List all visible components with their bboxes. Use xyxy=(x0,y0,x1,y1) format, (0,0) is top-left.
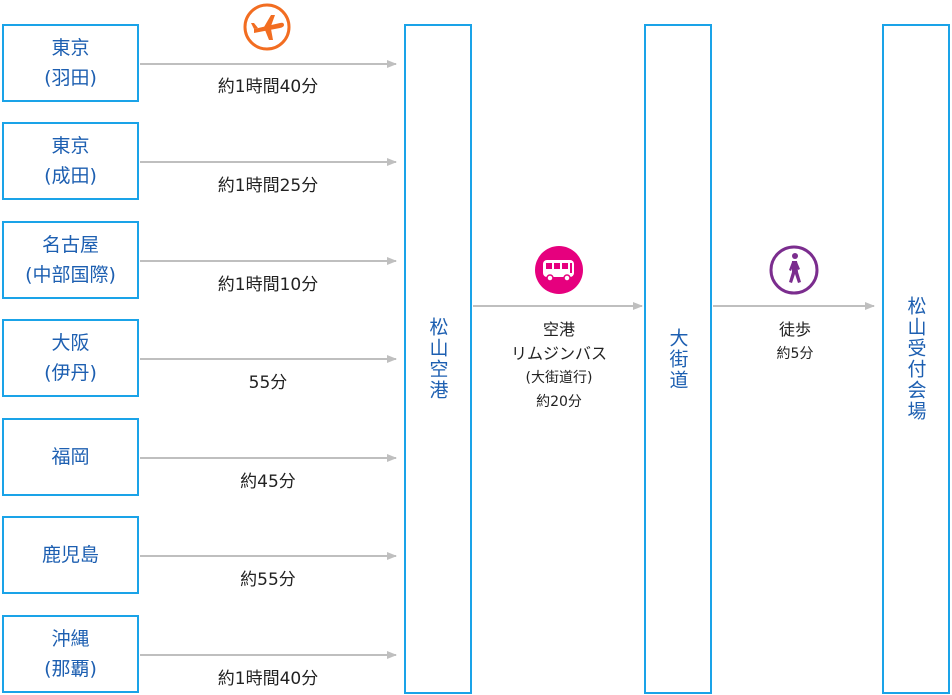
duration-label: 約55分 xyxy=(240,570,296,590)
origin-box-nagoya: 名古屋 (中部国際) xyxy=(2,221,139,299)
bus-line3: (大街道行) xyxy=(525,370,593,386)
walk-line1: 徒歩 xyxy=(778,320,811,339)
bus-time: 約20分 xyxy=(536,394,582,410)
origin-name: 東京 xyxy=(51,37,90,59)
stop-box-venue: 松山受付会場 xyxy=(882,24,950,694)
origin-name: 鹿児島 xyxy=(41,544,99,566)
duration-label: 約1時間40分 xyxy=(217,669,319,689)
origin-box-okinawa: 沖縄 (那覇) xyxy=(2,615,139,693)
airplane-icon xyxy=(243,3,291,51)
bus-info: 空港 リムジンバス (大街道行) 約20分 xyxy=(480,318,638,414)
stop-label-venue: 松山受付会場 xyxy=(904,296,927,422)
walk-time: 約5分 xyxy=(776,346,814,362)
bus-icon xyxy=(535,246,583,294)
duration-label: 約1時間25分 xyxy=(217,176,319,196)
duration-label: 55分 xyxy=(248,373,288,393)
origin-name: 沖縄 xyxy=(51,628,90,650)
stop-box-okaido: 大街道 xyxy=(644,24,712,694)
origin-name: 名古屋 xyxy=(41,234,99,256)
bus-line2: リムジンバス xyxy=(510,344,607,363)
origin-airport: (成田) xyxy=(44,165,97,187)
origin-box-fukuoka: 福岡 xyxy=(2,418,139,496)
walk-info: 徒歩 約5分 xyxy=(730,318,860,366)
duration-label: 約45分 xyxy=(240,472,296,492)
bus-line1: 空港 xyxy=(542,320,575,339)
origin-box-tokyo-narita: 東京 (成田) xyxy=(2,122,139,200)
origin-box-osaka: 大阪 (伊丹) xyxy=(2,319,139,397)
origin-airport: (那覇) xyxy=(44,658,97,680)
origin-airport: (中部国際) xyxy=(25,264,116,286)
origin-box-tokyo-haneda: 東京 (羽田) xyxy=(2,24,139,102)
stop-label-okaido: 大街道 xyxy=(666,327,689,391)
origin-airport: (羽田) xyxy=(44,67,97,89)
origin-box-kagoshima: 鹿児島 xyxy=(2,516,139,594)
origin-airport: (伊丹) xyxy=(44,362,97,384)
origin-name: 福岡 xyxy=(51,446,90,468)
stop-box-airport: 松山空港 xyxy=(404,24,472,694)
origin-name: 東京 xyxy=(51,135,90,157)
stop-label-airport: 松山空港 xyxy=(426,317,449,401)
origin-name: 大阪 xyxy=(51,332,90,354)
duration-label: 約1時間10分 xyxy=(217,275,319,295)
walking-person-icon xyxy=(769,245,819,295)
duration-label: 約1時間40分 xyxy=(217,77,319,97)
